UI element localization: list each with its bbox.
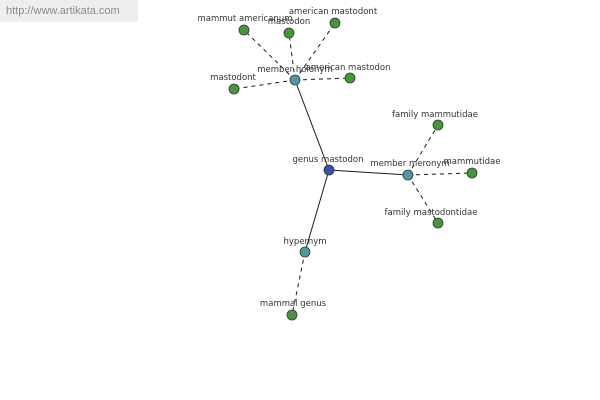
node-mastodon[interactable]: mastodon xyxy=(268,17,310,39)
watermark-link[interactable]: http://www.artikata.com xyxy=(0,0,138,22)
node-marker-member-holonym[interactable] xyxy=(289,74,301,86)
node-marker-mastodon[interactable] xyxy=(283,27,295,39)
node-label-member-holonym[interactable]: member holonym xyxy=(257,65,332,75)
edge-member-holonym-to-mastodont xyxy=(233,79,296,90)
node-hypernym[interactable]: hypernym xyxy=(283,237,327,258)
node-mammal-genus[interactable]: mammal genus xyxy=(260,299,327,321)
edge-member-holonym-to-american-mastodont xyxy=(294,22,336,81)
node-label-family-mastodontidae[interactable]: family mastodontidae xyxy=(385,208,478,218)
node-family-mastodontidae[interactable]: family mastodontidae xyxy=(385,208,478,229)
node-label-american-mastodont[interactable]: american mastodont xyxy=(289,7,378,17)
node-label-member-meronym[interactable]: member meronym xyxy=(370,159,449,169)
node-marker-american-mastodont[interactable] xyxy=(329,17,341,29)
node-marker-mammal-genus[interactable] xyxy=(286,309,298,321)
node-label-hypernym[interactable]: hypernym xyxy=(283,237,326,247)
node-mammut-americanum[interactable]: mammut americanum xyxy=(198,14,293,36)
edge-layer xyxy=(233,22,473,316)
node-genus-mastodon[interactable]: genus mastodon xyxy=(293,155,364,176)
node-marker-mastodont[interactable] xyxy=(228,83,240,95)
edge-member-holonym-to-american-mastodon xyxy=(294,77,351,81)
node-label-mammutidae[interactable]: mammutidae xyxy=(444,157,501,167)
node-label-family-mammutidae[interactable]: family mammutidae xyxy=(392,110,478,120)
node-marker-mammut-americanum[interactable] xyxy=(238,24,250,36)
edge-member-meronym-to-family-mammutidae xyxy=(407,124,439,176)
node-marker-hypernym[interactable] xyxy=(299,246,311,258)
node-mastodont[interactable]: mastodont xyxy=(210,73,257,95)
node-label-mastodont[interactable]: mastodont xyxy=(210,73,256,83)
node-member-holonym[interactable]: member holonym xyxy=(257,65,333,86)
edge-genus-mastodon-to-member-meronym xyxy=(328,169,409,176)
node-marker-family-mastodontidae[interactable] xyxy=(432,217,444,229)
node-american-mastodont[interactable]: american mastodont xyxy=(289,7,378,29)
node-label-genus-mastodon[interactable]: genus mastodon xyxy=(293,155,364,165)
node-label-mammal-genus[interactable]: mammal genus xyxy=(260,299,327,309)
edge-member-meronym-to-mammutidae xyxy=(407,172,473,176)
node-member-meronym[interactable]: member meronym xyxy=(370,159,450,181)
node-marker-genus-mastodon[interactable] xyxy=(323,164,335,176)
node-marker-mammutidae[interactable] xyxy=(466,167,478,179)
edge-genus-mastodon-to-member-holonym xyxy=(294,79,330,171)
node-marker-family-mammutidae[interactable] xyxy=(432,119,444,131)
edge-member-holonym-to-mammut-americanum xyxy=(243,29,296,81)
node-american-mastodon[interactable]: american mastodon xyxy=(306,63,391,84)
node-layer: genus mastodon member holonym member meron… xyxy=(198,7,501,321)
node-label-mammut-americanum[interactable]: mammut americanum xyxy=(198,14,293,24)
edge-genus-mastodon-to-hypernym xyxy=(304,169,330,253)
node-label-american-mastodon[interactable]: american mastodon xyxy=(306,63,391,73)
node-family-mammutidae[interactable]: family mammutidae xyxy=(392,110,478,131)
node-marker-american-mastodon[interactable] xyxy=(344,72,356,84)
node-label-mastodon[interactable]: mastodon xyxy=(268,17,310,27)
edge-hypernym-to-mammal-genus xyxy=(291,251,306,316)
edge-member-meronym-to-family-mastodontidae xyxy=(407,174,439,224)
node-mammutidae[interactable]: mammutidae xyxy=(444,157,501,179)
node-marker-member-meronym[interactable] xyxy=(402,169,414,181)
